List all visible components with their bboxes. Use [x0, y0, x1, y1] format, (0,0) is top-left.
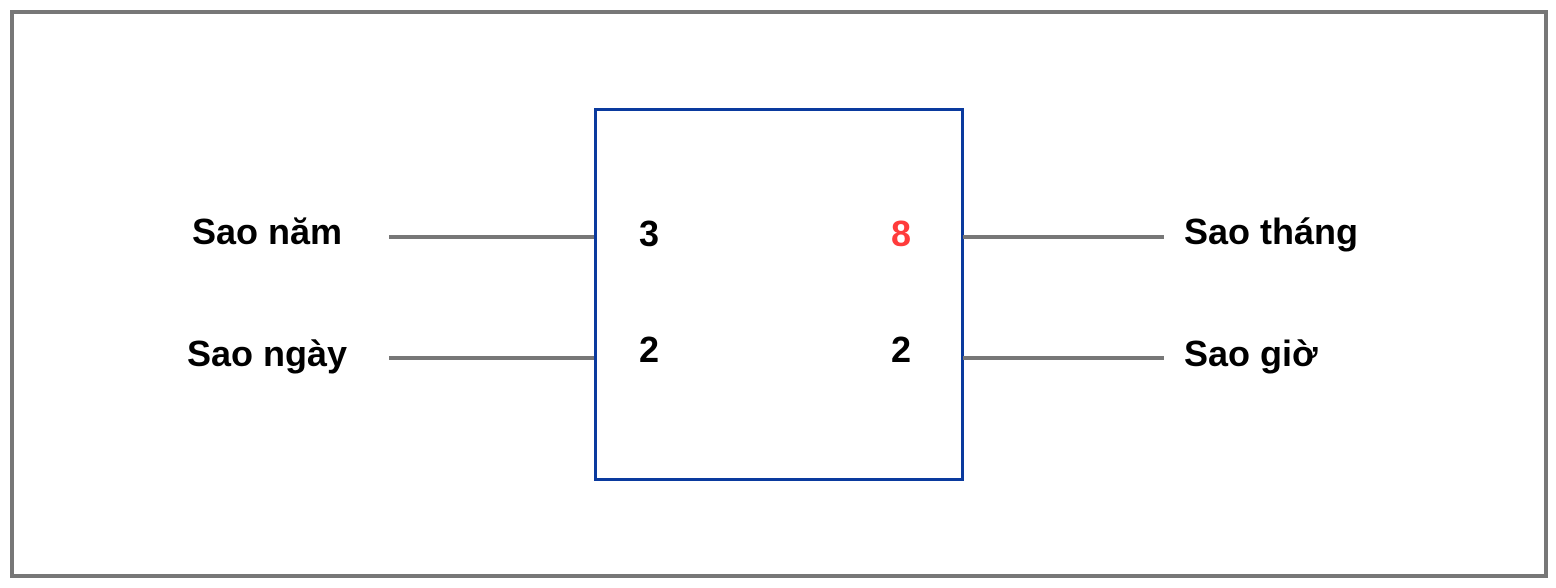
- center-box: [594, 108, 964, 481]
- value-bottom-left: 2: [639, 329, 660, 370]
- connector-bottom-right: [963, 356, 1164, 360]
- value-top-right: 8: [891, 213, 912, 254]
- value-top-left: 3: [639, 213, 660, 254]
- connector-top-right: [963, 235, 1164, 239]
- label-sao-gio: Sao giờ: [1184, 333, 1318, 374]
- connector-bottom-left: [389, 356, 594, 360]
- label-sao-nam: Sao năm: [192, 211, 343, 252]
- connector-top-left: [389, 235, 594, 239]
- label-sao-thang: Sao tháng: [1184, 211, 1359, 252]
- label-sao-ngay: Sao ngày: [187, 333, 348, 374]
- value-bottom-right: 2: [891, 329, 912, 370]
- diagram-frame: [10, 10, 1548, 578]
